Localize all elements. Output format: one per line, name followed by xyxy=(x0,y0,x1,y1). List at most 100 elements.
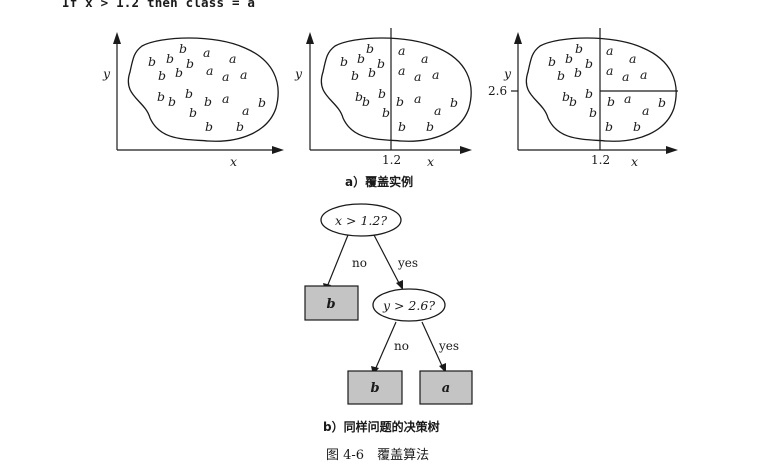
svg-text:b: b xyxy=(186,56,194,71)
svg-text:b: b xyxy=(175,65,183,80)
panel-1-region-outline xyxy=(127,37,279,142)
svg-text:a: a xyxy=(606,43,613,58)
svg-text:b: b xyxy=(355,89,363,104)
panel-2-points: b a b b b a b b a a a b b b b a b b a b … xyxy=(340,41,458,134)
svg-text:a: a xyxy=(624,91,631,106)
svg-text:a: a xyxy=(414,91,421,106)
svg-text:a: a xyxy=(606,63,613,78)
svg-text:a: a xyxy=(398,43,405,58)
inner-node-label: y > 2.6? xyxy=(382,298,435,313)
svg-text:b: b xyxy=(658,95,666,110)
leaf-left-label: b xyxy=(326,297,335,312)
svg-text:b: b xyxy=(557,68,565,83)
svg-text:b: b xyxy=(148,54,156,69)
svg-text:b: b xyxy=(569,94,577,109)
svg-text:b: b xyxy=(340,54,348,69)
svg-text:b: b xyxy=(562,89,570,104)
svg-text:b: b xyxy=(168,94,176,109)
svg-text:b: b xyxy=(605,119,613,134)
svg-text:b: b xyxy=(258,95,266,110)
edge-label-yes-2: yes xyxy=(438,339,459,353)
svg-text:b: b xyxy=(189,105,197,120)
panel-2-y-arrow xyxy=(306,32,314,44)
svg-text:a: a xyxy=(203,45,210,60)
figure-caption: 图 4-6 覆盖算法 xyxy=(326,448,429,463)
svg-text:b: b xyxy=(450,95,458,110)
svg-text:b: b xyxy=(157,89,165,104)
panel-2-region-outline xyxy=(320,37,472,142)
panel-1-points: b a b b b a b b a a a b b b b a b b a b … xyxy=(148,41,266,134)
svg-text:a: a xyxy=(421,51,428,66)
svg-text:a: a xyxy=(206,63,213,78)
svg-text:a: a xyxy=(222,69,229,84)
svg-text:a: a xyxy=(629,51,636,66)
edge-root-yes xyxy=(373,234,401,286)
panel-2-x-label: x xyxy=(427,154,434,169)
svg-text:a: a xyxy=(642,103,649,118)
panel-3-y-label: y xyxy=(503,66,512,81)
panel-3-x-label: x xyxy=(631,154,638,169)
edge-label-no-2: no xyxy=(394,339,409,353)
svg-text:a: a xyxy=(434,103,441,118)
svg-text:a: a xyxy=(229,51,236,66)
svg-text:b: b xyxy=(548,54,556,69)
edge-root-yes-arrow xyxy=(396,280,403,290)
root-node xyxy=(320,203,402,237)
panel-3-x-arrow xyxy=(666,146,678,154)
panel-2-y-label: y xyxy=(294,66,303,81)
svg-text:b: b xyxy=(398,119,406,134)
panel-1-x-arrow xyxy=(272,146,284,154)
panel-2-x-arrow xyxy=(460,146,472,154)
decision-tree: no yes no yes x > 1.2? y > 2.6? b b a xyxy=(304,203,473,405)
svg-text:b: b xyxy=(585,86,593,101)
svg-text:b: b xyxy=(378,86,386,101)
svg-text:b: b xyxy=(607,94,615,109)
leaf-left xyxy=(304,285,359,321)
svg-text:b: b xyxy=(565,51,573,66)
svg-text:b: b xyxy=(357,51,365,66)
svg-text:b: b xyxy=(426,119,434,134)
svg-text:b: b xyxy=(366,41,374,56)
svg-text:b: b xyxy=(396,94,404,109)
panel-2: y x 1.2 b a b b b a b b a a a b b b b a … xyxy=(294,28,472,169)
svg-text:b: b xyxy=(236,119,244,134)
panel-3: y x 2.6 1.2 b a b b b a b b a a a b b b … xyxy=(488,28,678,169)
svg-text:a: a xyxy=(414,69,421,84)
svg-text:a: a xyxy=(222,91,229,106)
leaf-bottom-right-label: a xyxy=(442,381,450,396)
svg-text:b: b xyxy=(362,94,370,109)
panel-1-y-arrow xyxy=(113,32,121,44)
leaf-bottom-left xyxy=(347,370,403,405)
svg-text:b: b xyxy=(351,68,359,83)
panel-1: y x b a b b b a b b a a a b b b b a b b … xyxy=(102,32,284,169)
edge-root-no xyxy=(326,234,349,288)
leaf-bottom-left-label: b xyxy=(370,381,379,396)
root-node-label: x > 1.2? xyxy=(335,213,387,228)
panel-3-split-x-value: 1.2 xyxy=(591,153,610,167)
svg-text:b: b xyxy=(166,51,174,66)
svg-text:b: b xyxy=(368,65,376,80)
panel-1-y-label: y xyxy=(102,66,111,81)
svg-text:b: b xyxy=(205,119,213,134)
panel-3-region-outline xyxy=(525,37,677,142)
svg-text:b: b xyxy=(185,86,193,101)
svg-text:b: b xyxy=(633,119,641,134)
svg-text:b: b xyxy=(574,65,582,80)
svg-text:b: b xyxy=(179,41,187,56)
edge-inner-no xyxy=(374,321,397,371)
svg-text:b: b xyxy=(158,68,166,83)
svg-text:a: a xyxy=(398,63,405,78)
svg-text:b: b xyxy=(585,56,593,71)
svg-text:b: b xyxy=(575,41,583,56)
panel-1-x-label: x xyxy=(230,154,237,169)
edge-inner-yes xyxy=(421,321,444,369)
caption-b: b）同样问题的决策树 xyxy=(323,419,440,434)
edge-label-yes-1: yes xyxy=(397,256,418,270)
panel-3-y-arrow xyxy=(514,32,522,44)
caption-a: a）覆盖实例 xyxy=(345,174,413,189)
svg-text:a: a xyxy=(242,103,249,118)
panel-3-points: b a b b b a b b a a a b b b b a b b a b … xyxy=(548,41,666,134)
panel-2-split-x-value: 1.2 xyxy=(382,153,401,167)
inner-node xyxy=(372,288,446,322)
panel-3-split-y-value: 2.6 xyxy=(488,84,507,98)
